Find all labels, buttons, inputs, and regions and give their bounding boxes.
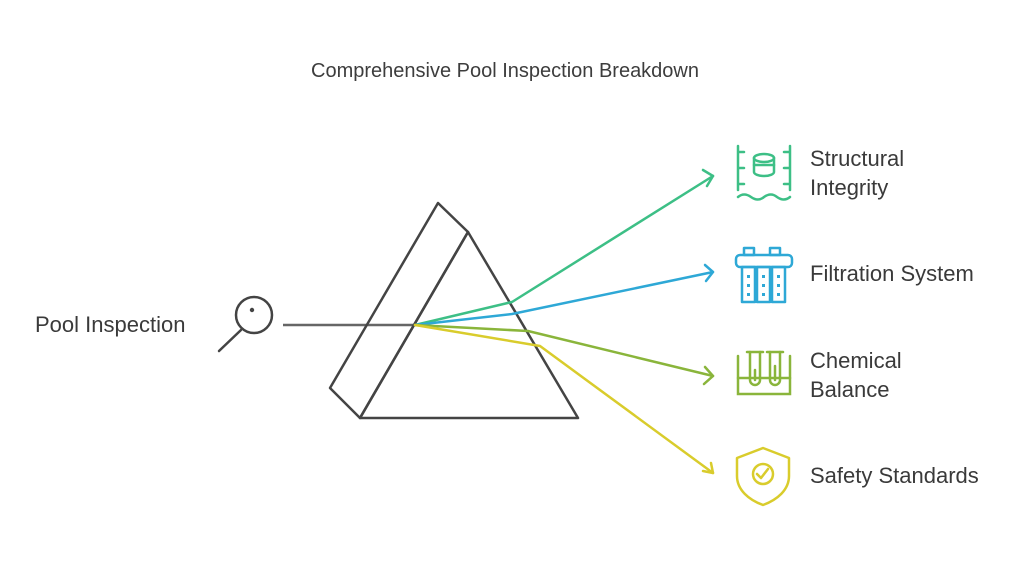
output-beams bbox=[413, 168, 715, 475]
output-label-line: Balance bbox=[810, 377, 890, 402]
output-label-line: Filtration System bbox=[810, 261, 974, 286]
output-label-line: Integrity bbox=[810, 175, 889, 200]
output-label-chemical-balance: Chemical Balance bbox=[810, 346, 1020, 404]
beam-structural bbox=[413, 174, 715, 327]
output-label-line: Safety Standards bbox=[810, 463, 979, 488]
test-tubes-icon bbox=[736, 350, 792, 396]
output-label-structural-integrity: Structural Integrity bbox=[810, 144, 1020, 202]
output-label-safety-standards: Safety Standards bbox=[810, 461, 1020, 490]
magnifier-icon bbox=[217, 295, 274, 353]
output-label-filtration-system: Filtration System bbox=[810, 259, 1020, 288]
diagram-title: Comprehensive Pool Inspection Breakdown bbox=[311, 60, 699, 82]
beam-chemical bbox=[413, 323, 715, 378]
output-label-line: Chemical bbox=[810, 348, 902, 373]
prism bbox=[328, 201, 580, 420]
output-label-line: Structural bbox=[810, 146, 905, 171]
shield-check-icon bbox=[735, 446, 791, 507]
input-label: Pool Inspection bbox=[35, 312, 186, 337]
pool-structure-icon bbox=[736, 144, 792, 201]
beam-safety bbox=[413, 323, 715, 475]
filter-cartridge-icon bbox=[734, 246, 794, 304]
beam-filtration bbox=[413, 270, 715, 327]
